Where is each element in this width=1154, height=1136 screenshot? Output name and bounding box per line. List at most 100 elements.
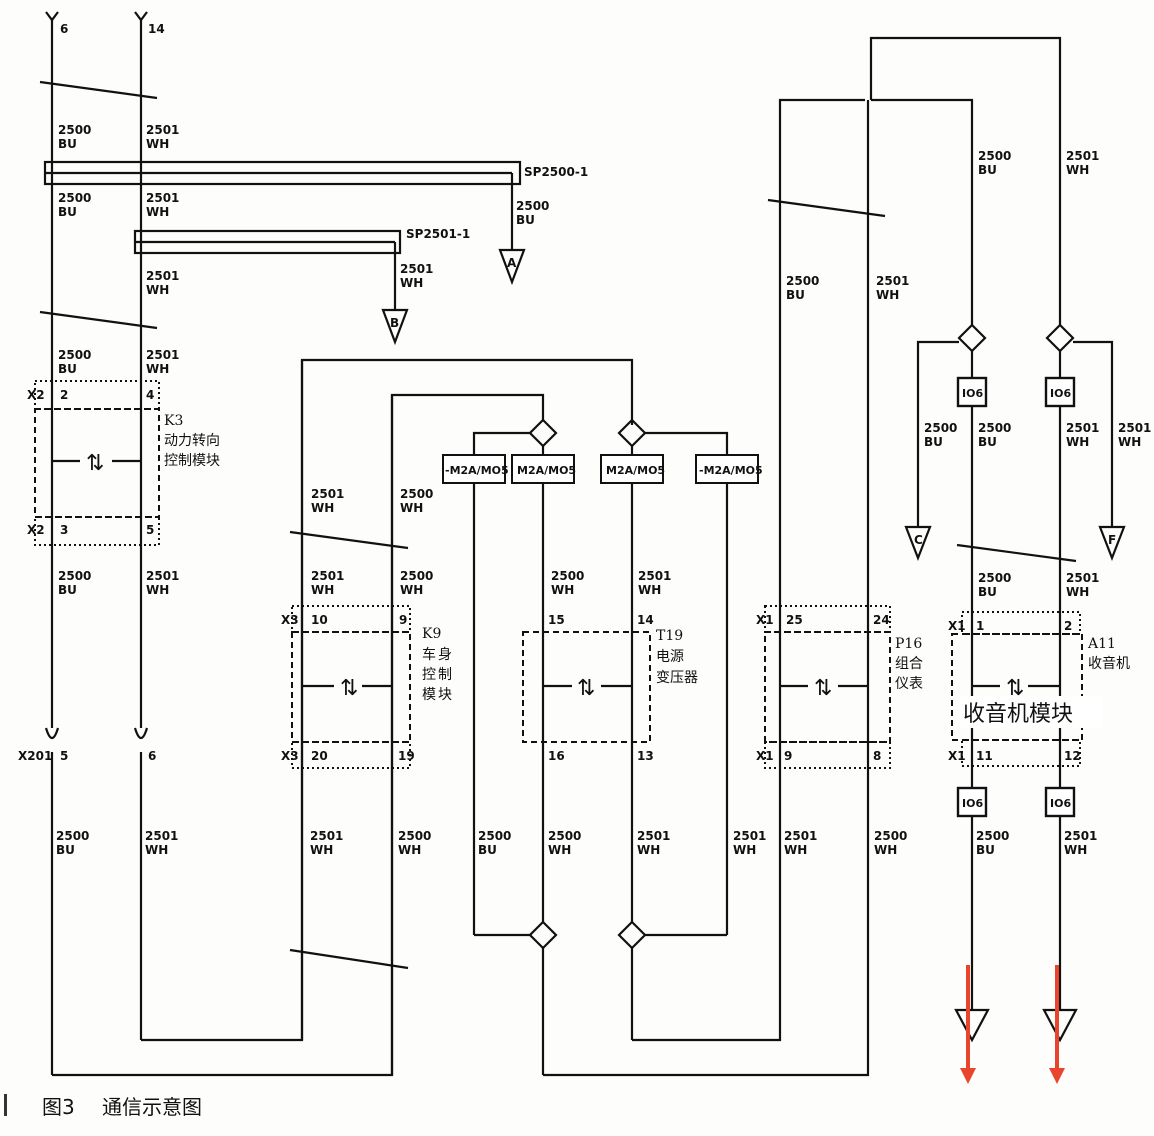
wire-color: WH <box>146 362 169 376</box>
wire-color: BU <box>976 843 995 857</box>
a11-annotation: 收音机模块 <box>963 702 1073 727</box>
wire-color: WH <box>146 205 169 219</box>
k3-id: K3 <box>164 413 183 429</box>
splice-sp2500 <box>43 160 526 286</box>
io6-box-2 <box>1044 376 1076 408</box>
pin: 4 <box>146 388 154 402</box>
k3-comm-icon: ⇅ <box>86 451 104 476</box>
wire-color: WH <box>1118 435 1141 449</box>
splice-sp2501 <box>133 229 409 346</box>
wire-color: WH <box>146 583 169 597</box>
wire-color: WH <box>1064 843 1087 857</box>
m2a-box-1 <box>442 454 506 484</box>
wire-color: WH <box>146 137 169 151</box>
caption-mark <box>4 1094 7 1116</box>
m2a-box-label: M2A/MO5 <box>606 464 665 477</box>
wire-label: 2501 <box>1064 829 1097 843</box>
connector-x2: X2 <box>27 388 45 402</box>
wire-label: 2501 <box>145 829 178 843</box>
k9-char: 块 <box>438 687 452 703</box>
wire-color: WH <box>638 583 661 597</box>
wire-color: WH <box>146 283 169 297</box>
pin: 12 <box>1064 749 1081 763</box>
pin: 10 <box>311 613 328 627</box>
wire-label: 2501 <box>876 274 909 288</box>
p16-comm-icon: ⇅ <box>814 676 832 701</box>
k9-comm-icon: ⇅ <box>340 676 358 701</box>
pin: 15 <box>548 613 565 627</box>
io6-box-1 <box>956 376 988 408</box>
figure-number: 图3 <box>42 1095 75 1119</box>
wire-color: WH <box>311 501 334 515</box>
k9-char: 车 <box>422 646 436 663</box>
wire-label: 2500 <box>976 829 1009 843</box>
t19-id: T19 <box>656 628 683 644</box>
pin: 1 <box>976 619 984 633</box>
wire-color: WH <box>1066 163 1089 177</box>
wire-label: 2501 <box>146 269 179 283</box>
wire-color: WH <box>145 843 168 857</box>
wire-label: 2500 <box>516 199 549 213</box>
pin: 2 <box>60 388 68 402</box>
wire-label: 2500 <box>58 569 91 583</box>
m2a-box-4 <box>695 454 759 484</box>
connector-x3: X3 <box>281 749 299 763</box>
pin: 16 <box>548 749 565 763</box>
wire-color: WH <box>551 583 574 597</box>
pin: 5 <box>146 523 154 537</box>
wire-label: 2501 <box>1066 149 1099 163</box>
k9-id: K9 <box>422 626 441 642</box>
wire-label: 2501 <box>146 123 179 137</box>
module-p16 <box>764 605 891 769</box>
wire-color: WH <box>784 843 807 857</box>
wire-label: 2501 <box>146 569 179 583</box>
wire-label: 2501 <box>146 348 179 362</box>
wire-color: BU <box>978 435 997 449</box>
module-k9 <box>291 605 411 769</box>
t19-name-line2: 变压器 <box>656 670 698 686</box>
wire-color: BU <box>58 205 77 219</box>
k9-char: 身 <box>438 647 452 663</box>
wire-color: BU <box>56 843 75 857</box>
p16-id: P16 <box>895 636 922 652</box>
right-wires <box>869 36 1126 1043</box>
wire-label: 2500 <box>786 274 819 288</box>
wire-color: BU <box>58 362 77 376</box>
center-wires <box>289 98 886 1077</box>
k9-char: 制 <box>438 667 452 683</box>
wire-label: 2501 <box>1118 421 1151 435</box>
a11-name: 收音机 <box>1088 655 1130 672</box>
pin: 20 <box>311 749 328 763</box>
wire-color: BU <box>924 435 943 449</box>
wire-label: 2501 <box>146 191 179 205</box>
wire-label: 2501 <box>1066 421 1099 435</box>
figure-title: 通信示意图 <box>102 1095 202 1119</box>
wire-color: WH <box>548 843 571 857</box>
wire-color: WH <box>398 843 421 857</box>
pin: 3 <box>60 523 68 537</box>
module-a11 <box>951 611 1083 767</box>
wire-label: 2500 <box>400 569 433 583</box>
a11-id: A11 <box>1087 636 1116 652</box>
wire-label: 2501 <box>310 829 343 843</box>
wire-color: WH <box>310 843 333 857</box>
wire-label: 2501 <box>733 829 766 843</box>
wire-color: BU <box>978 585 997 599</box>
p16-name-line1: 组合 <box>895 656 923 672</box>
wire-label: 2500 <box>978 571 1011 585</box>
connector-x1: X1 <box>948 749 966 763</box>
connector-x1: X1 <box>948 619 966 633</box>
wire-color: WH <box>876 288 899 302</box>
wire-label: 2500 <box>56 829 89 843</box>
wire-color: BU <box>478 843 497 857</box>
wire-label: 2501 <box>1066 571 1099 585</box>
wire-label: 2500 <box>400 487 433 501</box>
k9-char: 模 <box>422 687 436 703</box>
k9-char: 控 <box>422 667 436 683</box>
wire-label: 2500 <box>398 829 431 843</box>
wire-label: 2500 <box>551 569 584 583</box>
io6-label: IO6 <box>962 387 983 400</box>
red-arrow-left <box>960 965 976 1084</box>
